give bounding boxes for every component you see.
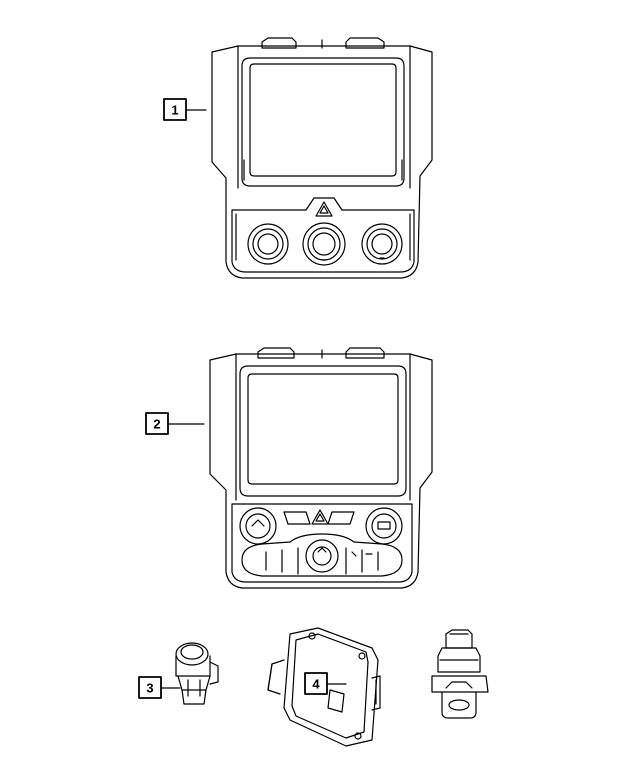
switch-part [175, 642, 219, 705]
bezel-with-buttons [209, 347, 433, 589]
bezel-with-knobs [211, 37, 433, 279]
callout-1: 1 [163, 98, 207, 121]
dial-right [365, 507, 403, 545]
port-part [431, 629, 489, 719]
callout-2-label: 2 [153, 417, 160, 432]
knob-right [361, 223, 403, 265]
knob-center [302, 222, 346, 266]
knob-left [247, 223, 289, 265]
callout-3-label: 3 [146, 681, 153, 696]
callout-2: 2 [145, 412, 205, 435]
dial-left [239, 507, 277, 545]
callout-3: 3 [138, 676, 181, 699]
callout-1-label: 1 [171, 103, 178, 118]
callout-4-label: 4 [312, 677, 320, 692]
module-part [267, 627, 381, 747]
callout-4: 4 [304, 672, 347, 695]
